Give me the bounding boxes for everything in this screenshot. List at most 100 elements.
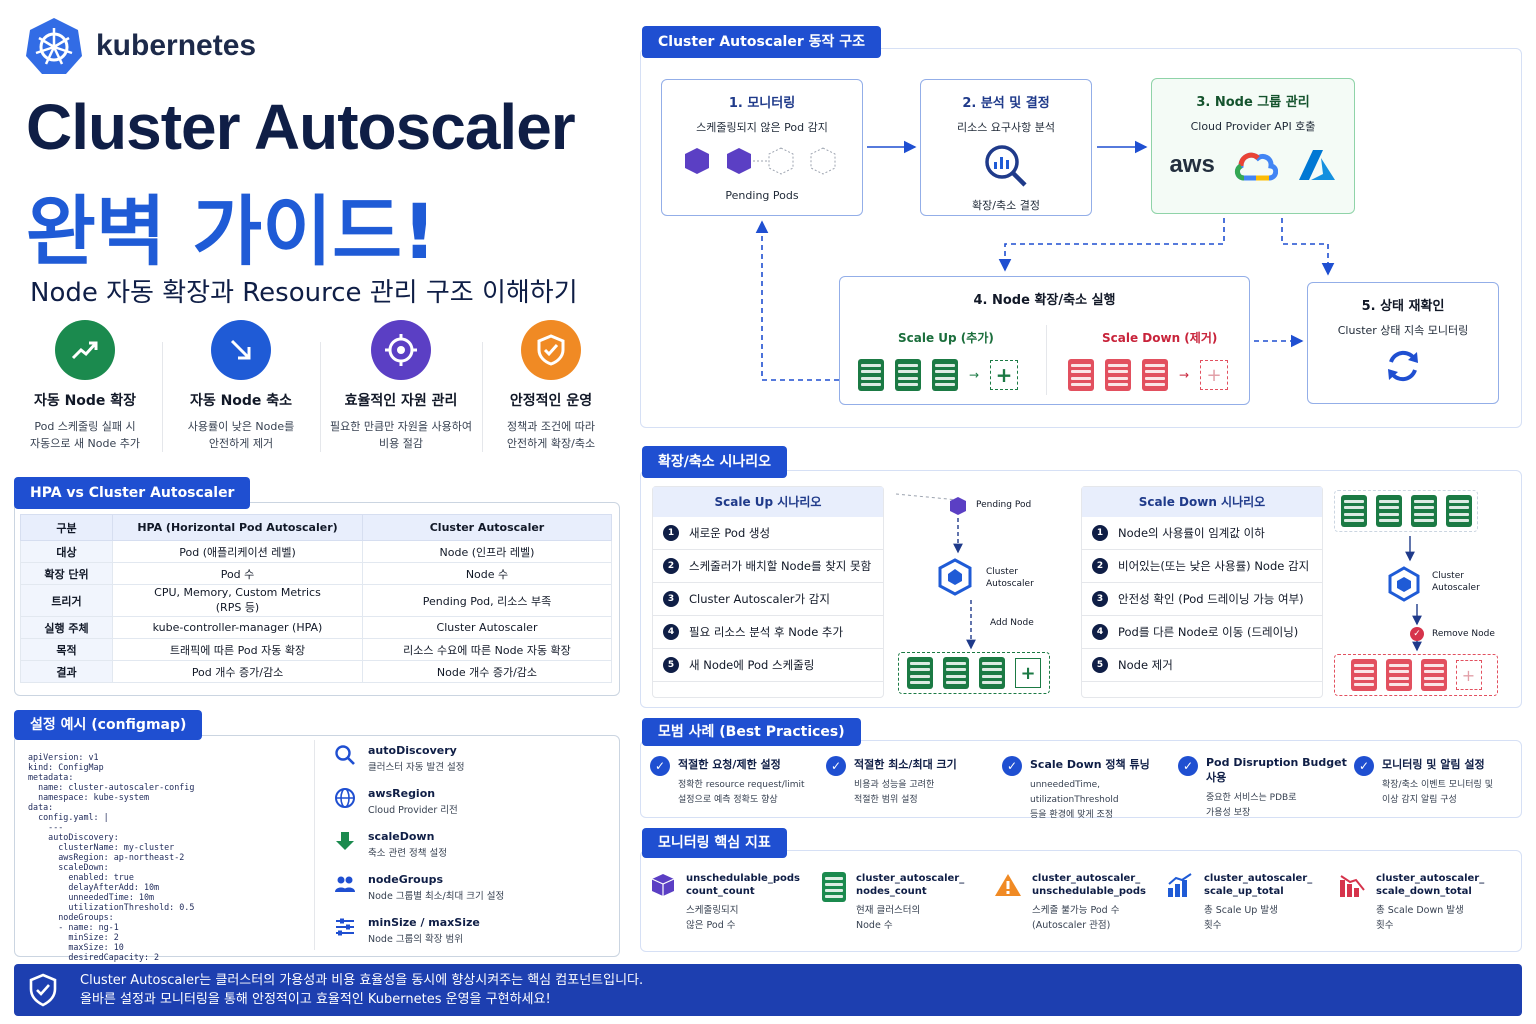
footer-line: Cluster Autoscaler는 클러스터의 가용성과 비용 효율성을 동… bbox=[80, 973, 644, 988]
step-number-icon: 1 bbox=[663, 525, 679, 541]
configmap-code: apiVersion: v1 kind: ConfigMap metadata:… bbox=[28, 752, 195, 962]
arrow-down-right-icon bbox=[211, 320, 271, 380]
remove-check-icon: ✓ bbox=[1410, 627, 1424, 641]
option-name: autoDiscovery bbox=[368, 744, 457, 757]
step-number-icon: 1 bbox=[1092, 525, 1108, 541]
table-header: HPA (Horizontal Pod Autoscaler) bbox=[112, 514, 363, 541]
step-desc: 리소스 요구사항 분석 bbox=[956, 121, 1056, 134]
step-number-icon: 5 bbox=[1092, 657, 1108, 673]
scenario-title: Scale Down 시나리오 bbox=[1082, 487, 1322, 517]
step-title: 1. 모니터링 bbox=[728, 96, 796, 111]
divider bbox=[1046, 325, 1047, 395]
divider bbox=[320, 342, 321, 452]
config-panel bbox=[14, 735, 620, 957]
footer-line: 올바른 설정과 모니터링을 통해 안정적이고 효율적인 Kubernetes 운… bbox=[80, 992, 551, 1007]
table-cell: 리소스 수요에 따른 Node 자동 확장 bbox=[362, 638, 612, 661]
step-number-icon: 3 bbox=[1092, 591, 1108, 607]
removed-node-icon: + bbox=[1200, 360, 1229, 390]
table-cell: 결과 bbox=[20, 660, 113, 683]
feature-title: 안정적인 운영 bbox=[509, 393, 593, 409]
step-desc: Cloud Provider API 호출 bbox=[1190, 120, 1316, 133]
pending-pod-label: Pending Pod bbox=[976, 500, 1032, 510]
step-title: 3. Node 그룹 관리 bbox=[1196, 95, 1310, 110]
server-icon bbox=[822, 872, 846, 902]
table-cell: 확장 단위 bbox=[20, 562, 113, 585]
step-text: 스케줄러가 배치할 Node를 찾지 못함 bbox=[689, 559, 872, 573]
check-icon: ✓ bbox=[826, 756, 846, 776]
brand-name: kubernetes bbox=[96, 29, 257, 62]
kubernetes-logo: kubernetes bbox=[24, 16, 256, 76]
remaining-nodes: + bbox=[1334, 654, 1498, 696]
server-icon bbox=[895, 359, 921, 391]
step-text: 비어있는(또는 낮은 사용률) Node 감지 bbox=[1118, 559, 1310, 573]
server-icon bbox=[1105, 359, 1131, 391]
chart-down-icon bbox=[1340, 875, 1365, 897]
option-desc: 축소 관련 정책 설정 bbox=[368, 848, 447, 859]
feature-desc: 필요한 만큼만 자원을 사용하여 bbox=[329, 420, 473, 433]
feature-desc: Pod 스케줄링 실패 시 bbox=[34, 420, 136, 433]
flow-step-monitoring: 1. 모니터링 스케줄링되지 않은 Pod 감지 Pending Pods bbox=[661, 79, 863, 216]
flow-step-node-group: 3. Node 그룹 관리 Cloud Provider API 호출 aws bbox=[1151, 78, 1355, 214]
metric-desc: 현재 클러스터의 Node 수 bbox=[856, 905, 921, 931]
divider bbox=[314, 740, 315, 950]
search-icon bbox=[335, 745, 355, 765]
target-icon bbox=[371, 320, 431, 380]
table-cell: Pod 수 bbox=[112, 562, 363, 585]
best-practice-title: 적절한 최소/최대 크기 bbox=[854, 758, 957, 771]
metric-desc: 총 Scale Up 발생 횟수 bbox=[1204, 905, 1278, 931]
table-header: Cluster Autoscaler bbox=[362, 514, 612, 541]
arrow-right-icon: → bbox=[1179, 368, 1190, 382]
step-text: 새 Node에 Pod 스케줄링 bbox=[689, 658, 815, 672]
cluster-autoscaler-icon bbox=[938, 558, 972, 596]
arrow-right-icon: → bbox=[969, 368, 980, 382]
feature-title: 자동 Node 확장 bbox=[33, 393, 137, 409]
metric-name: cluster_autoscaler_ unschedulable_pods bbox=[1032, 873, 1146, 897]
bar-chart-up-icon bbox=[1168, 873, 1192, 897]
cube-icon bbox=[651, 874, 675, 896]
step-text: 새로운 Pod 생성 bbox=[689, 526, 771, 540]
config-section-title: 설정 예시 (configmap) bbox=[14, 710, 203, 740]
server-icon bbox=[1420, 659, 1447, 691]
metric-desc: 스케줄링되지 않은 Pod 수 bbox=[686, 905, 739, 931]
azure-icon bbox=[1298, 150, 1335, 180]
option-name: scaleDown bbox=[368, 830, 435, 843]
remove-node-label: Remove Node bbox=[1432, 629, 1495, 639]
step-number-icon: 5 bbox=[663, 657, 679, 673]
warning-icon bbox=[995, 874, 1021, 896]
feature-desc: 비용 절감 bbox=[379, 437, 423, 450]
step-title: 5. 상태 재확인 bbox=[1361, 299, 1445, 314]
best-practices-panel bbox=[640, 740, 1522, 818]
table-cell: Cluster Autoscaler bbox=[362, 616, 612, 639]
option-desc: 클러스터 자동 발견 설정 bbox=[368, 762, 465, 773]
page-subtitle: Node 자동 확장과 Resource 관리 구조 이해하기 bbox=[30, 278, 578, 308]
scale-down-label: Scale Down (제거) bbox=[1102, 331, 1218, 345]
check-icon: ✓ bbox=[650, 756, 670, 776]
config-option: autoDiscovery 클러스터 자동 발견 설정 bbox=[334, 744, 504, 787]
scenario-step: 5 새 Node에 Pod 스케줄링 bbox=[653, 649, 883, 682]
flow-step-execution: 4. Node 확장/축소 실행 Scale Up (추가) Scale Dow… bbox=[839, 276, 1250, 405]
option-desc: Cloud Provider 리전 bbox=[368, 805, 458, 816]
shield-check-icon bbox=[521, 320, 581, 380]
feature-desc: 정책과 조건에 따라 bbox=[507, 420, 595, 433]
